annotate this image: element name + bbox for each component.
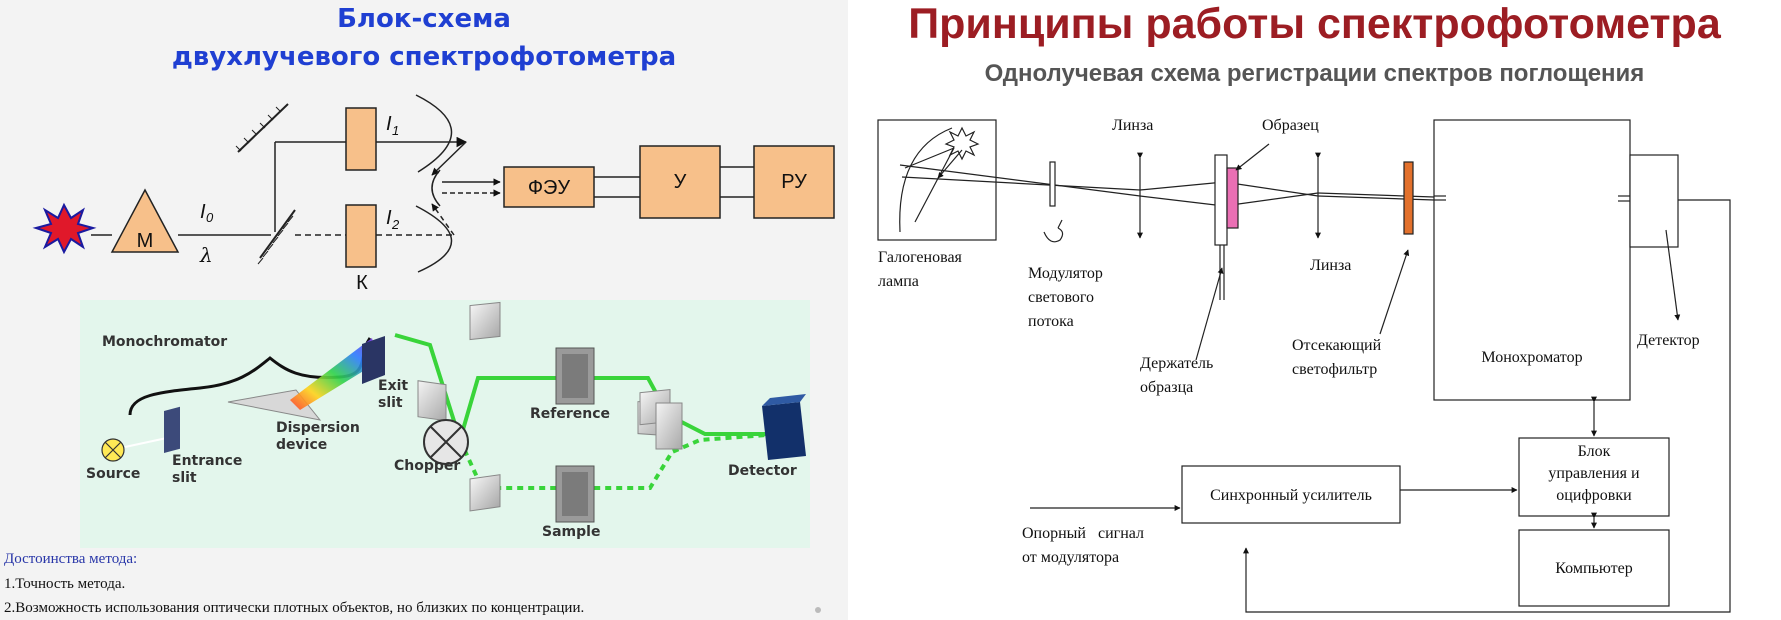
halogen-label-1: Галогеновая — [878, 249, 963, 266]
color-diagram-labels: Monochromator Exit slit Dispersion devic… — [86, 334, 797, 540]
block-diagram-labels: М ФЭУ У РУ К I 0 I 1 I 2 λ — [137, 113, 807, 294]
concave-mirror-top — [415, 94, 453, 173]
lamp-box — [877, 119, 997, 241]
exit-slit-label-2: slit — [378, 395, 403, 411]
lamp-reflector — [899, 127, 953, 233]
lens-bottom-label: Линза — [1310, 257, 1351, 274]
monochromator-block — [110, 188, 180, 253]
two-beam-block-diagram — [32, 94, 835, 273]
slide-indicator-dot — [815, 607, 821, 613]
detector-box — [1629, 154, 1679, 248]
i2-label: I — [386, 207, 392, 229]
modulator-label-1: Модулятор — [1028, 265, 1103, 282]
beam-splitter-mirror — [259, 209, 296, 259]
feu-label: ФЭУ — [528, 177, 571, 199]
ru-label: РУ — [781, 171, 807, 193]
cutoff-label-1: Отсекающий — [1292, 337, 1382, 354]
chopper-mirror — [431, 169, 441, 207]
k-label: К — [356, 272, 368, 294]
i2-sub: 2 — [391, 217, 400, 232]
advantage-item-1: 1.Точность метода. — [4, 576, 126, 592]
exit-slit-label-1: Exit — [378, 378, 408, 394]
amplifier-block — [639, 145, 721, 219]
right-subtitle: Однолучевая схема регистрации спектров п… — [984, 60, 1645, 87]
mirror-4 — [469, 474, 501, 512]
ref-signal-label-1: Опорный сигнал — [1022, 525, 1144, 542]
sample-cuvette — [1226, 167, 1239, 229]
cuvette-reference — [345, 107, 377, 171]
chopper-label: Chopper — [394, 458, 460, 474]
ref-signal-label-2: от модулятора — [1022, 549, 1119, 566]
computer-label: Компьютер — [1555, 560, 1632, 577]
computer-block — [1518, 529, 1670, 607]
entrance-slit-icon — [164, 406, 180, 454]
i1-sub: 1 — [392, 123, 399, 138]
u-label: У — [674, 171, 687, 193]
i1-label: I — [386, 113, 392, 135]
halogen-lamp-icon — [944, 126, 980, 161]
single-beam-labels: Линза Образец Галогеновая лампа Модулято… — [878, 117, 1700, 577]
monochromator-right-label: Монохроматор — [1481, 349, 1582, 366]
dispersion-label-1: Dispersion — [276, 420, 360, 436]
modulator-rotation-icon — [1043, 227, 1064, 243]
holder-label-2: образца — [1140, 379, 1193, 396]
source-label: Source — [86, 466, 140, 482]
control-label-3: оцифровки — [1556, 487, 1632, 504]
i0-label: I — [200, 201, 206, 223]
right-title: Принципы работы спектрофотометра — [908, 0, 1721, 48]
monochromator-label: Monochromator — [102, 334, 227, 350]
concave-mirror-bottom — [415, 205, 453, 273]
left-title-line1: Блок-схема — [337, 4, 511, 34]
exit-slit-icon — [362, 336, 385, 384]
mirror-2 — [469, 301, 501, 341]
modulator-plate — [1049, 161, 1056, 207]
combiner-mirror — [655, 402, 683, 450]
control-label-2: управления и — [1548, 465, 1640, 482]
halogen-label-2: лампа — [878, 273, 919, 290]
reference-label: Reference — [530, 406, 610, 422]
control-label-1: Блок — [1578, 443, 1611, 460]
cutoff-filter — [1403, 161, 1414, 235]
recorder-block — [753, 145, 835, 219]
lockin-label: Синхронный усилитель — [1210, 487, 1372, 504]
double-beam-color-diagram — [80, 300, 810, 548]
entrance-label-1: Entrance — [172, 453, 242, 469]
dispersion-label-2: device — [276, 437, 327, 453]
sample-label: Sample — [542, 524, 600, 540]
pmt-block — [503, 166, 595, 208]
monochromator-box — [1433, 119, 1631, 401]
advantages-heading: Достоинства метода: — [4, 551, 138, 567]
light-source-star-icon — [32, 202, 97, 255]
rainbow-spectrum — [290, 338, 378, 410]
single-beam-diagram — [877, 119, 1731, 613]
i0-sub: 0 — [206, 210, 214, 225]
detector-icon — [762, 402, 806, 460]
left-title-line2: двухлучевого спектрофотометра — [171, 42, 677, 72]
sample-top-label: Образец — [1262, 117, 1319, 134]
entrance-label-2: slit — [172, 470, 197, 486]
m-label: М — [137, 230, 154, 252]
cuvette-sample — [345, 204, 377, 268]
cutoff-label-2: светофильтр — [1292, 361, 1377, 378]
advantage-item-2: 2.Возможность использования оптически пл… — [4, 600, 585, 616]
modulator-label-3: потока — [1028, 313, 1074, 330]
holder-label-1: Держатель — [1140, 355, 1213, 372]
lens-top-label: Линза — [1112, 117, 1153, 134]
mirror-1 — [417, 380, 447, 422]
modulator-label-2: светового — [1028, 289, 1094, 306]
lambda-label: λ — [199, 243, 213, 267]
lockin-block — [1181, 465, 1401, 524]
sample-holder — [1214, 154, 1228, 246]
detector-right-label: Детектор — [1637, 332, 1700, 349]
control-block — [1518, 437, 1670, 517]
top-mirror — [237, 103, 289, 153]
detector-label: Detector — [728, 463, 797, 479]
